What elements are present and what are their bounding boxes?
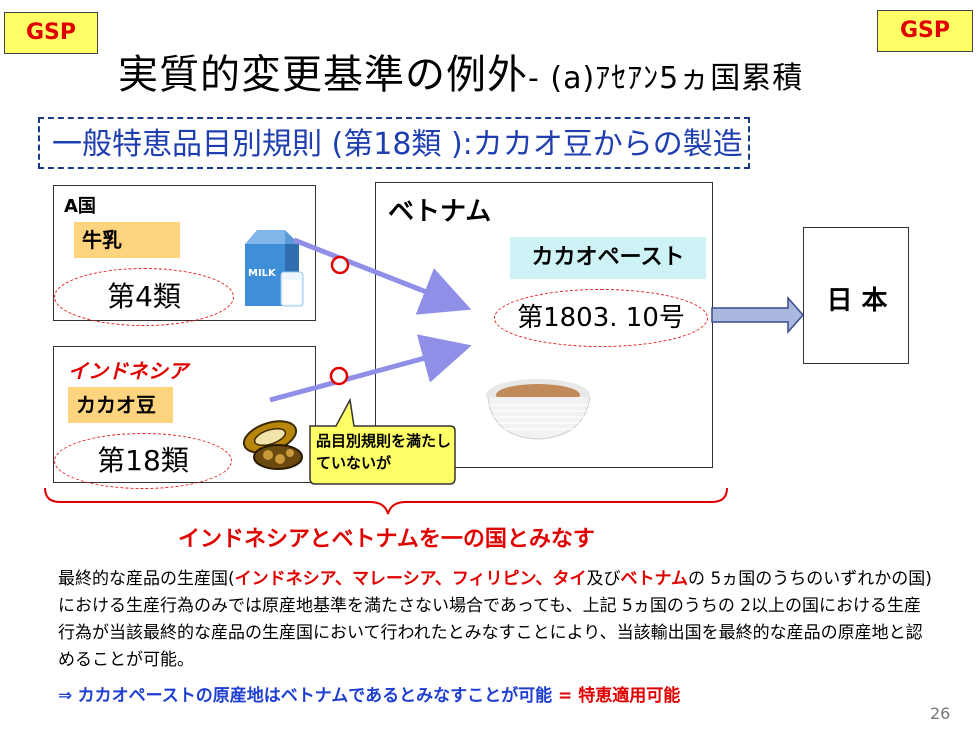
milk-carton-text: MILK bbox=[248, 268, 277, 279]
vietnam-classification: 第1803. 10号 bbox=[494, 289, 708, 347]
rule-box: 一般特恵品目別規則 (第18類 ):カカオ豆からの製造 bbox=[38, 117, 750, 169]
country-a-classification: 第4類 bbox=[54, 268, 234, 326]
title-main: 実質的変更基準の例外 bbox=[118, 52, 528, 98]
vietnam-classification-text: 第1803. 10号 bbox=[517, 303, 685, 333]
footer-conclusion: ⇒ カカオペーストの原産地はベトナムであるとみなすことが可能 = 特恵適用可能 bbox=[58, 681, 680, 706]
callout-text: 品目別規則を満たしていないが bbox=[316, 432, 452, 472]
vietnam-product: カカオペースト bbox=[510, 237, 706, 279]
gsp-badge-right: GSP bbox=[877, 10, 973, 52]
indonesia-panel: インドネシア カカオ豆 第18類 bbox=[53, 346, 316, 489]
country-a-name: A国 bbox=[64, 196, 96, 217]
country-a-panel: A国 牛乳 第4類 MILK bbox=[53, 185, 316, 326]
para-lead: 最終的な産品の生産国( bbox=[58, 569, 235, 589]
footer-equals: = bbox=[552, 686, 579, 706]
indonesia-product: カカオ豆 bbox=[68, 387, 173, 423]
para-countries: インドネシア、マレーシア、フィリピン、タイ bbox=[234, 569, 587, 589]
para-rest: の 5ヵ国のうちのいずれかの国) における生産行為のみでは原産地基準を満たさない… bbox=[58, 569, 932, 670]
footer-arrow-icon: ⇒ bbox=[58, 686, 73, 706]
arrow-vietnam-to-japan bbox=[711, 296, 805, 334]
milk-carton-icon: MILK bbox=[245, 230, 304, 307]
indonesia-classification-text: 第18類 bbox=[97, 444, 189, 477]
vietnam-panel: ベトナム カカオペースト 第1803. 10号 bbox=[375, 182, 713, 468]
conclusion-text: インドネシアとベトナムを一の国とみなす bbox=[178, 527, 595, 552]
country-a-product: 牛乳 bbox=[74, 222, 180, 258]
curly-brace bbox=[44, 487, 728, 515]
callout-bubble bbox=[309, 397, 456, 485]
footer-red-text: 特恵適用可能 bbox=[578, 686, 681, 706]
gsp-badge-left: GSP bbox=[4, 12, 98, 54]
indonesia-name: インドネシア bbox=[68, 359, 188, 383]
page-number: 26 bbox=[930, 704, 951, 723]
japan-panel: 日 本 bbox=[803, 227, 909, 364]
para-vietnam: ベトナム bbox=[620, 569, 689, 589]
japan-name: 日 本 bbox=[826, 286, 888, 316]
title-sub: - (a)ｱｾｱﾝ5ヵ国累積 bbox=[528, 61, 804, 96]
vietnam-name: ベトナム bbox=[388, 197, 492, 227]
country-a-classification-text: 第4類 bbox=[107, 280, 181, 313]
arrow-indonesia-to-vietnam bbox=[269, 334, 472, 403]
arrow-a-to-vietnam bbox=[293, 237, 472, 315]
page-title: 実質的変更基準の例外- (a)ｱｾｱﾝ5ヵ国累積 bbox=[118, 42, 803, 100]
footer-blue-text: カカオペーストの原産地はベトナムであるとみなすことが可能 bbox=[77, 686, 553, 706]
indonesia-classification: 第18類 bbox=[54, 433, 232, 489]
para-and: 及び bbox=[586, 569, 621, 589]
check-circle-bottom bbox=[329, 366, 349, 386]
check-circle-top bbox=[330, 255, 350, 275]
chocolate-cup-icon bbox=[486, 379, 591, 440]
explanation-paragraph: 最終的な産品の生産国(インドネシア、マレーシア、フィリピン、タイ及びベトナムの … bbox=[58, 566, 938, 674]
cocoa-beans-icon bbox=[242, 420, 303, 470]
